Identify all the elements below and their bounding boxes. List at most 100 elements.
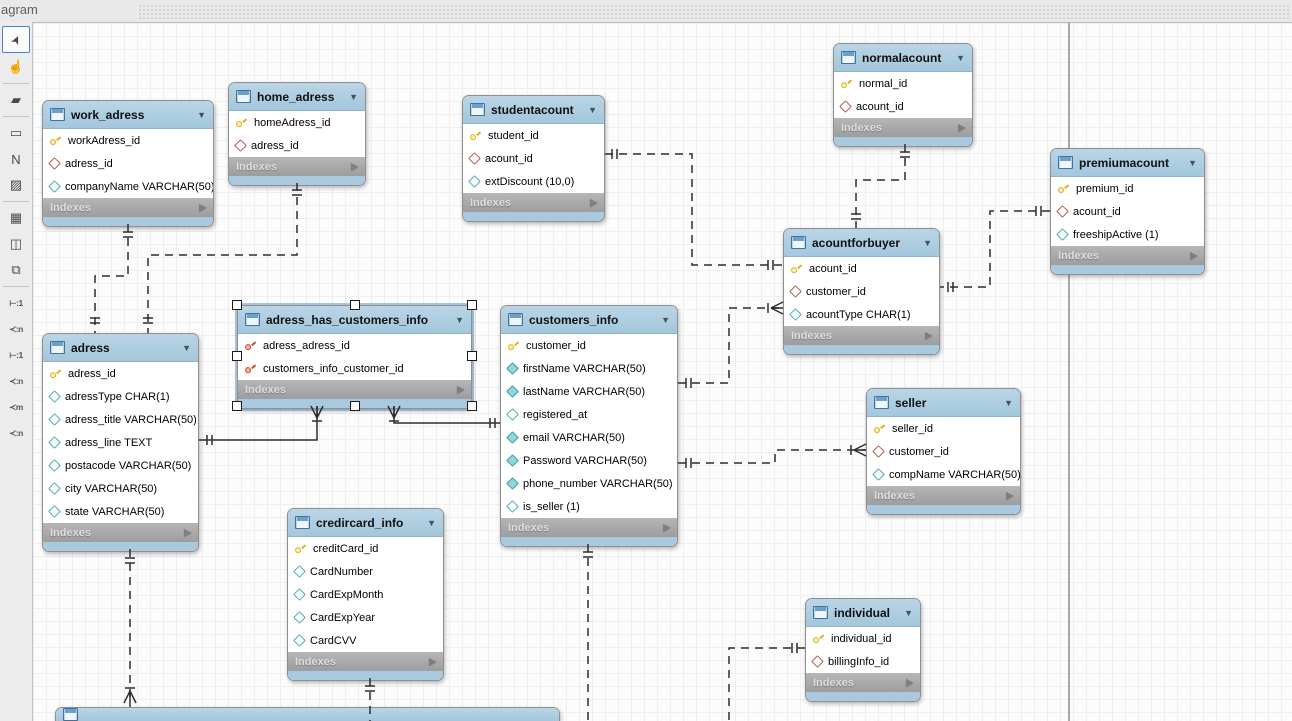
entity-table-acountforbuyer[interactable]: acountforbuyer ▼ acount_id customer_id a… xyxy=(783,228,940,355)
entity-table-customers_info[interactable]: customers_info ▼ customer_id firstName V… xyxy=(500,305,678,547)
new-routine-group-tool[interactable]: ⧉ xyxy=(3,258,29,282)
column-row[interactable]: customer_id xyxy=(501,334,677,357)
entity-table-header[interactable]: customers_info ▼ xyxy=(501,306,677,334)
column-row[interactable]: extDiscount (10,0) xyxy=(463,170,604,193)
expand-arrow-icon[interactable]: ▶ xyxy=(351,161,358,171)
column-row[interactable]: state VARCHAR(50) xyxy=(43,500,198,523)
entity-table-premiumacount[interactable]: premiumacount ▼ premium_id acount_id fre… xyxy=(1050,148,1205,275)
collapse-arrow-icon[interactable]: ▼ xyxy=(182,342,191,353)
entity-table-header[interactable]: premiumacount ▼ xyxy=(1051,149,1204,177)
column-row[interactable]: acount_id xyxy=(784,257,939,280)
expand-arrow-icon[interactable]: ▶ xyxy=(1006,490,1013,500)
selection-handle[interactable] xyxy=(232,401,242,411)
column-row[interactable]: adress_id xyxy=(43,362,198,385)
column-row[interactable]: city VARCHAR(50) xyxy=(43,477,198,500)
rel-ntom-identifying-tool[interactable]: ≺m xyxy=(3,395,29,419)
indexes-footer[interactable]: Indexes ▶ xyxy=(806,673,920,692)
entity-table-header[interactable]: seller ▼ xyxy=(867,389,1020,417)
column-row[interactable]: CardExpYear xyxy=(288,606,443,629)
rel-studentacount-acountforbuyer[interactable] xyxy=(605,153,783,266)
rel-1ton-nonidentifying-tool[interactable]: ≺:n xyxy=(3,317,29,341)
entity-table-credircard_info[interactable]: credircard_info ▼ creditCard_id CardNumb… xyxy=(287,508,444,681)
column-row[interactable]: student_id xyxy=(463,124,604,147)
column-row[interactable]: adress_title VARCHAR(50) xyxy=(43,408,198,431)
entity-table-normalacount[interactable]: normalacount ▼ normal_id acount_id Index… xyxy=(833,43,973,147)
indexes-footer[interactable]: Indexes ▶ xyxy=(238,380,471,399)
eraser-delete-tool[interactable]: ▰ xyxy=(3,88,29,112)
column-row[interactable]: customer_id xyxy=(867,440,1020,463)
collapse-arrow-icon[interactable]: ▼ xyxy=(1188,157,1197,168)
rel-individual-offscreen[interactable] xyxy=(728,647,805,721)
column-row[interactable]: individual_id xyxy=(806,627,920,650)
column-row[interactable]: phone_number VARCHAR(50) xyxy=(501,472,677,495)
expand-arrow-icon[interactable]: ▶ xyxy=(925,330,932,340)
column-row[interactable]: seller_id xyxy=(867,417,1020,440)
column-row[interactable]: is_seller (1) xyxy=(501,495,677,518)
indexes-footer[interactable]: Indexes ▶ xyxy=(43,523,198,542)
column-row[interactable]: customer_id xyxy=(784,280,939,303)
column-row[interactable]: homeAdress_id xyxy=(229,111,365,134)
column-row[interactable]: Password VARCHAR(50) xyxy=(501,449,677,472)
indexes-footer[interactable]: Indexes ▶ xyxy=(501,518,677,537)
column-row[interactable]: email VARCHAR(50) xyxy=(501,426,677,449)
column-row[interactable]: CardNumber xyxy=(288,560,443,583)
rel-premiumacount-acountforbuyer[interactable] xyxy=(940,210,1050,288)
new-table-tool[interactable]: ▦ xyxy=(3,206,29,230)
entity-table-header[interactable]: individual ▼ xyxy=(806,599,920,627)
collapse-arrow-icon[interactable]: ▼ xyxy=(661,314,670,325)
entity-table-header[interactable]: acountforbuyer ▼ xyxy=(784,229,939,257)
column-row[interactable]: freeshipActive (1) xyxy=(1051,223,1204,246)
rel-work_adress-adress[interactable] xyxy=(94,224,129,333)
rel-normalacount-acountforbuyer[interactable] xyxy=(855,144,906,228)
column-row[interactable]: adressType CHAR(1) xyxy=(43,385,198,408)
indexes-footer[interactable]: Indexes ▶ xyxy=(1051,246,1204,265)
column-row[interactable]: adress_adress_id xyxy=(238,334,471,357)
entity-table-individual[interactable]: individual ▼ individual_id billingInfo_i… xyxy=(805,598,921,702)
indexes-footer[interactable]: Indexes ▶ xyxy=(867,486,1020,505)
entity-table-header[interactable]: adress_has_customers_info ▼ xyxy=(238,306,471,334)
indexes-footer[interactable]: Indexes ▶ xyxy=(463,193,604,212)
rel-1to1-identifying-tool[interactable]: ⊢:1 xyxy=(3,343,29,367)
indexes-footer[interactable]: Indexes ▶ xyxy=(784,326,939,345)
expand-arrow-icon[interactable]: ▶ xyxy=(590,197,597,207)
collapse-arrow-icon[interactable]: ▼ xyxy=(904,607,913,618)
indexes-footer[interactable]: Indexes ▶ xyxy=(229,157,365,176)
column-row[interactable]: creditCard_id xyxy=(288,537,443,560)
entity-table-seller[interactable]: seller ▼ seller_id customer_id compName … xyxy=(866,388,1021,515)
entity-table-header[interactable]: adress ▼ xyxy=(43,334,198,362)
column-row[interactable]: CardExpMonth xyxy=(288,583,443,606)
collapse-arrow-icon[interactable]: ▼ xyxy=(427,517,436,528)
column-row[interactable]: postacode VARCHAR(50) xyxy=(43,454,198,477)
collapse-arrow-icon[interactable]: ▼ xyxy=(956,52,965,63)
entity-table-header[interactable]: work_adress ▼ xyxy=(43,101,213,129)
column-row[interactable]: companyName VARCHAR(50) xyxy=(43,175,213,198)
entity-table-studentacount[interactable]: studentacount ▼ student_id acount_id ext… xyxy=(462,95,605,222)
column-row[interactable]: acount_id xyxy=(834,95,972,118)
entity-table-adress_has_customers_info[interactable]: adress_has_customers_info ▼ adress_adres… xyxy=(237,305,472,409)
selection-handle[interactable] xyxy=(232,300,242,310)
collapse-arrow-icon[interactable]: ▼ xyxy=(197,109,206,120)
expand-arrow-icon[interactable]: ▶ xyxy=(199,202,206,212)
column-row[interactable]: normal_id xyxy=(834,72,972,95)
column-row[interactable]: CardCVV xyxy=(288,629,443,652)
column-row[interactable]: acount_id xyxy=(1051,200,1204,223)
entity-table-header[interactable]: home_adress ▼ xyxy=(229,83,365,111)
rel-1ton-existing-columns-tool[interactable]: ≺:n xyxy=(3,421,29,445)
rel-adress-junction[interactable] xyxy=(199,406,318,441)
entity-table-header[interactable] xyxy=(56,708,559,721)
expand-arrow-icon[interactable]: ▶ xyxy=(663,522,670,532)
select-pointer-tool[interactable]: ➤ xyxy=(2,26,30,53)
expand-arrow-icon[interactable]: ▶ xyxy=(184,527,191,537)
collapse-arrow-icon[interactable]: ▼ xyxy=(1004,397,1013,408)
text-note-tool[interactable]: N xyxy=(3,147,29,171)
selection-handle[interactable] xyxy=(467,350,477,361)
column-row[interactable]: adress_line TEXT xyxy=(43,431,198,454)
column-row[interactable]: firstName VARCHAR(50) xyxy=(501,357,677,380)
expand-arrow-icon[interactable]: ▶ xyxy=(1190,250,1197,260)
entity-table-header[interactable]: credircard_info ▼ xyxy=(288,509,443,537)
entity-table-header[interactable]: normalacount ▼ xyxy=(834,44,972,72)
collapse-arrow-icon[interactable]: ▼ xyxy=(349,91,358,102)
entity-table-adress[interactable]: adress ▼ adress_id adressType CHAR(1) ad… xyxy=(42,333,199,552)
selection-handle[interactable] xyxy=(467,300,477,310)
rel-customers_info-acountforbuyer[interactable] xyxy=(678,307,783,384)
